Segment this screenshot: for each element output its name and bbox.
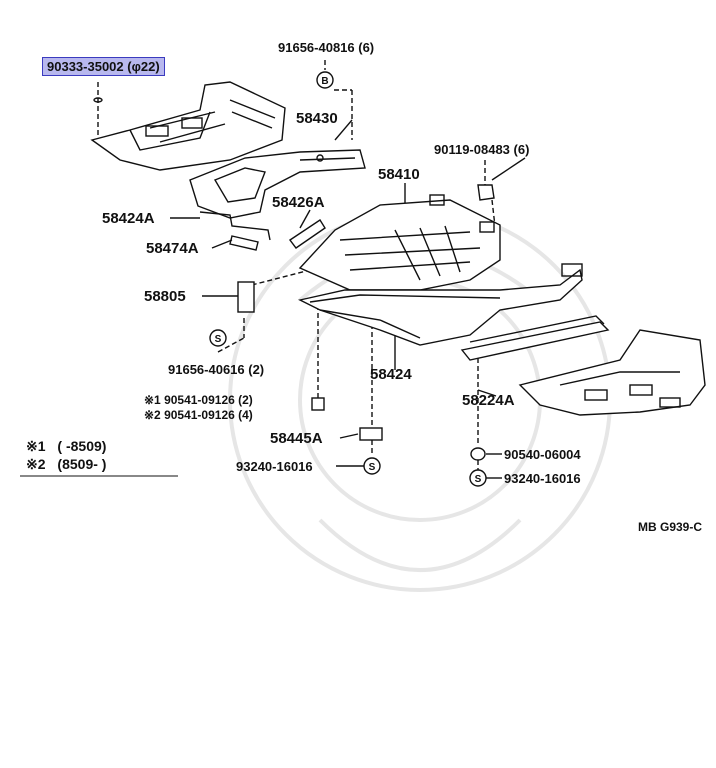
bracket-58430 — [189, 149, 366, 219]
callout-91656-40816[interactable]: 91656-40816 (6) — [278, 40, 375, 55]
callout-58474A[interactable]: 58474A — [146, 240, 199, 257]
floor-panel-right — [518, 329, 706, 416]
callout-91656-40616[interactable]: 91656-40616 (2) — [168, 362, 265, 377]
marker-s-circle-mid — [209, 329, 227, 347]
callout-58430[interactable]: 58430 — [296, 110, 338, 127]
marker-b-circle — [316, 71, 334, 89]
legend-line-1: ※1 ( -8509) — [26, 438, 106, 455]
clip-90119 — [477, 184, 495, 201]
plug-hole-seal — [93, 97, 103, 103]
frame-58424 — [297, 263, 583, 346]
callout-90333-35002-highlighted[interactable]: 90333-35002 (φ22) — [42, 57, 165, 76]
callout-90541-09126-type2[interactable]: ※2 90541-09126 (4) — [144, 408, 253, 422]
floor-pan-58410 — [298, 194, 501, 291]
marker-s-letter-mid: S — [215, 334, 222, 345]
callout-58224A[interactable]: 58224A — [462, 392, 515, 409]
marker-s-circle-right — [469, 469, 487, 487]
legend-mark-1: ※1 — [26, 438, 46, 454]
callout-93240-16016-right[interactable]: 93240-16016 — [504, 471, 581, 486]
callout-90540-06004[interactable]: 90540-06004 — [504, 447, 581, 462]
callout-58424[interactable]: 58424 — [370, 366, 412, 383]
pad-58426A — [288, 219, 326, 249]
cushion-90540 — [470, 447, 486, 461]
rod-58424A — [199, 211, 271, 241]
callout-58424A[interactable]: 58424A — [102, 210, 155, 227]
callout-58445A[interactable]: 58445A — [270, 430, 323, 447]
callout-58426A[interactable]: 58426A — [272, 194, 325, 211]
diagram-reference-code: MB G939-C — [637, 520, 702, 534]
legend-line-2: ※2 (8509- ) — [26, 456, 106, 473]
stopper-58445A — [359, 427, 383, 441]
bracket-58805 — [237, 281, 255, 313]
legend-range-2: (8509- ) — [57, 456, 107, 472]
marker-s-letter-left: S — [369, 462, 376, 473]
callout-90119-08483[interactable]: 90119-08483 (6) — [434, 142, 530, 157]
label-pointers — [170, 119, 526, 479]
marker-s-letter-right: S — [475, 474, 482, 485]
legend-range-1: ( -8509) — [57, 438, 107, 454]
callout-90541-09126-type1[interactable]: ※1 90541-09126 (2) — [144, 393, 253, 407]
callout-93240-16016-left[interactable]: 93240-16016 — [236, 459, 313, 474]
floor-panel-top-left — [90, 81, 286, 171]
callout-58410[interactable]: 58410 — [378, 166, 420, 183]
marker-b-letter: B — [321, 76, 328, 87]
clip-58474A — [229, 235, 259, 251]
cushion-90541 — [311, 397, 325, 411]
callout-58805[interactable]: 58805 — [144, 288, 186, 305]
strip-58224A — [460, 321, 610, 361]
marker-s-circle-left — [363, 457, 381, 475]
legend-mark-2: ※2 — [26, 456, 46, 472]
